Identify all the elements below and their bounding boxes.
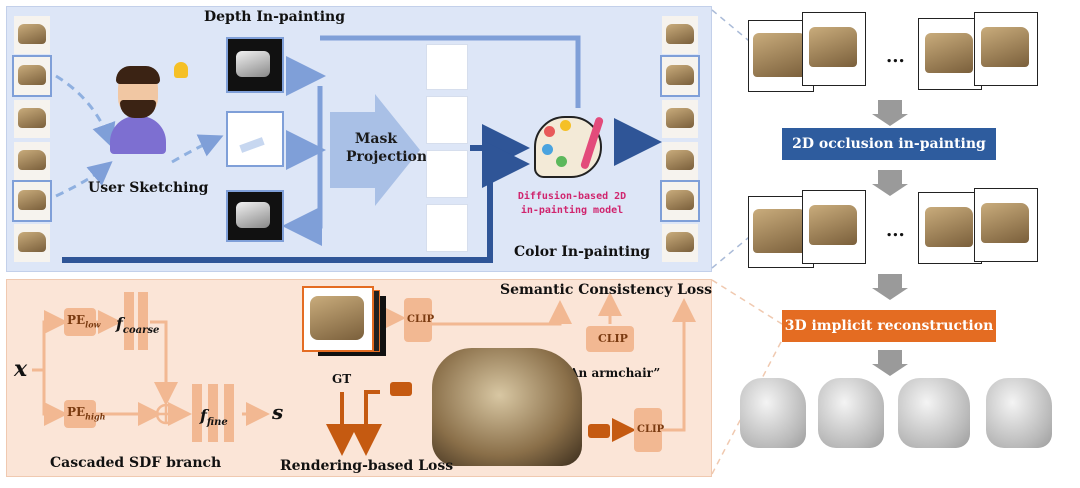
color-inpainting-title: Color In-painting xyxy=(514,244,651,260)
down-arrow-icon xyxy=(878,274,902,288)
projected-mask xyxy=(426,44,468,90)
clip-encoder-render xyxy=(634,408,662,452)
clip-encoder-text xyxy=(586,326,634,352)
lightbulb-icon xyxy=(174,62,188,78)
inpainted-view xyxy=(662,16,698,54)
view-thumbnail-selected xyxy=(12,55,52,97)
view-thumbnail-selected xyxy=(12,180,52,222)
inpainted-result-view xyxy=(974,188,1038,262)
down-arrow-icon xyxy=(878,350,902,364)
pe-high-box xyxy=(64,400,96,428)
down-arrow-icon xyxy=(878,170,902,184)
reconstructed-mesh xyxy=(740,378,806,448)
semantic-loss-title: Semantic Consistency Loss xyxy=(500,282,713,298)
pe-low-label: PElow xyxy=(67,313,101,330)
ellipsis: ... xyxy=(886,46,905,67)
depth-map xyxy=(226,37,284,93)
occluded-view xyxy=(974,12,1038,86)
down-arrow-icon xyxy=(872,364,908,376)
bottom-panel-arrows xyxy=(32,292,696,456)
coarse-feature-bar xyxy=(124,292,134,350)
top-panel-arrows xyxy=(55,35,662,263)
rendering-loss-title: Rendering-based Loss xyxy=(280,458,454,474)
camera-icon xyxy=(390,382,412,396)
ellipsis: ... xyxy=(886,220,905,241)
inpainted-view-selected xyxy=(660,180,700,222)
reconstructed-mesh xyxy=(986,378,1052,448)
clip-encoder-gt xyxy=(404,298,432,342)
view-thumbnail xyxy=(14,142,50,180)
down-arrow-icon xyxy=(872,288,908,300)
clip-label: CLIP xyxy=(598,332,628,345)
text-prompt: “An armchair” xyxy=(564,366,661,380)
sketch-mask xyxy=(226,111,284,167)
sdf-branch-title: Cascaded SDF branch xyxy=(50,455,222,471)
down-arrow-icon xyxy=(872,114,908,126)
pe-high-label: PEhigh xyxy=(67,405,106,422)
reconstructed-mesh xyxy=(898,378,970,448)
user-sketching-label: User Sketching xyxy=(88,180,209,196)
projected-mask xyxy=(426,204,468,252)
fine-feature-bar xyxy=(208,384,218,442)
clip-label: CLIP xyxy=(407,314,435,325)
inpainted-result-view xyxy=(802,190,866,264)
f-fine-label: ffine xyxy=(200,406,228,429)
clip-label: CLIP xyxy=(637,424,665,435)
coarse-feature-bar xyxy=(138,292,148,350)
palette-icon xyxy=(530,110,610,182)
reconstructed-mesh xyxy=(818,378,884,448)
down-arrow-icon xyxy=(878,100,902,114)
occluded-view xyxy=(918,18,982,90)
diffusion-model-label: Diffusion-based 2D in-painting model xyxy=(517,191,627,216)
inpainted-result-view xyxy=(918,192,982,264)
gt-label: GT xyxy=(332,372,352,386)
fine-feature-bar xyxy=(224,384,234,442)
inpainted-view xyxy=(662,224,698,262)
view-thumbnail xyxy=(14,100,50,138)
view-thumbnail xyxy=(14,16,50,54)
gt-image xyxy=(302,286,374,352)
step-2d-occlusion-inpainting: 2D occlusion in-painting xyxy=(782,128,996,160)
rendered-armchair xyxy=(432,348,582,466)
inpainted-depth-map xyxy=(226,190,284,242)
f-coarse-label: fcoarse xyxy=(116,314,160,337)
output-s: s xyxy=(272,400,284,424)
input-x: x xyxy=(14,356,28,382)
projected-mask xyxy=(426,150,468,198)
user-avatar-icon xyxy=(98,66,178,156)
view-thumbnail xyxy=(14,224,50,262)
down-arrow-icon xyxy=(872,184,908,196)
projected-mask xyxy=(426,96,468,144)
step-3d-implicit-reconstruction: 3D implicit reconstruction xyxy=(782,310,996,342)
inpainted-view-selected xyxy=(660,55,700,97)
inpainted-view xyxy=(662,100,698,138)
camera-icon xyxy=(588,424,610,438)
inpainted-view xyxy=(662,142,698,180)
depth-inpainting-title: Depth In-painting xyxy=(204,9,346,25)
fine-feature-bar xyxy=(192,384,202,442)
pe-low-box xyxy=(64,308,96,336)
occluded-view xyxy=(802,12,866,86)
